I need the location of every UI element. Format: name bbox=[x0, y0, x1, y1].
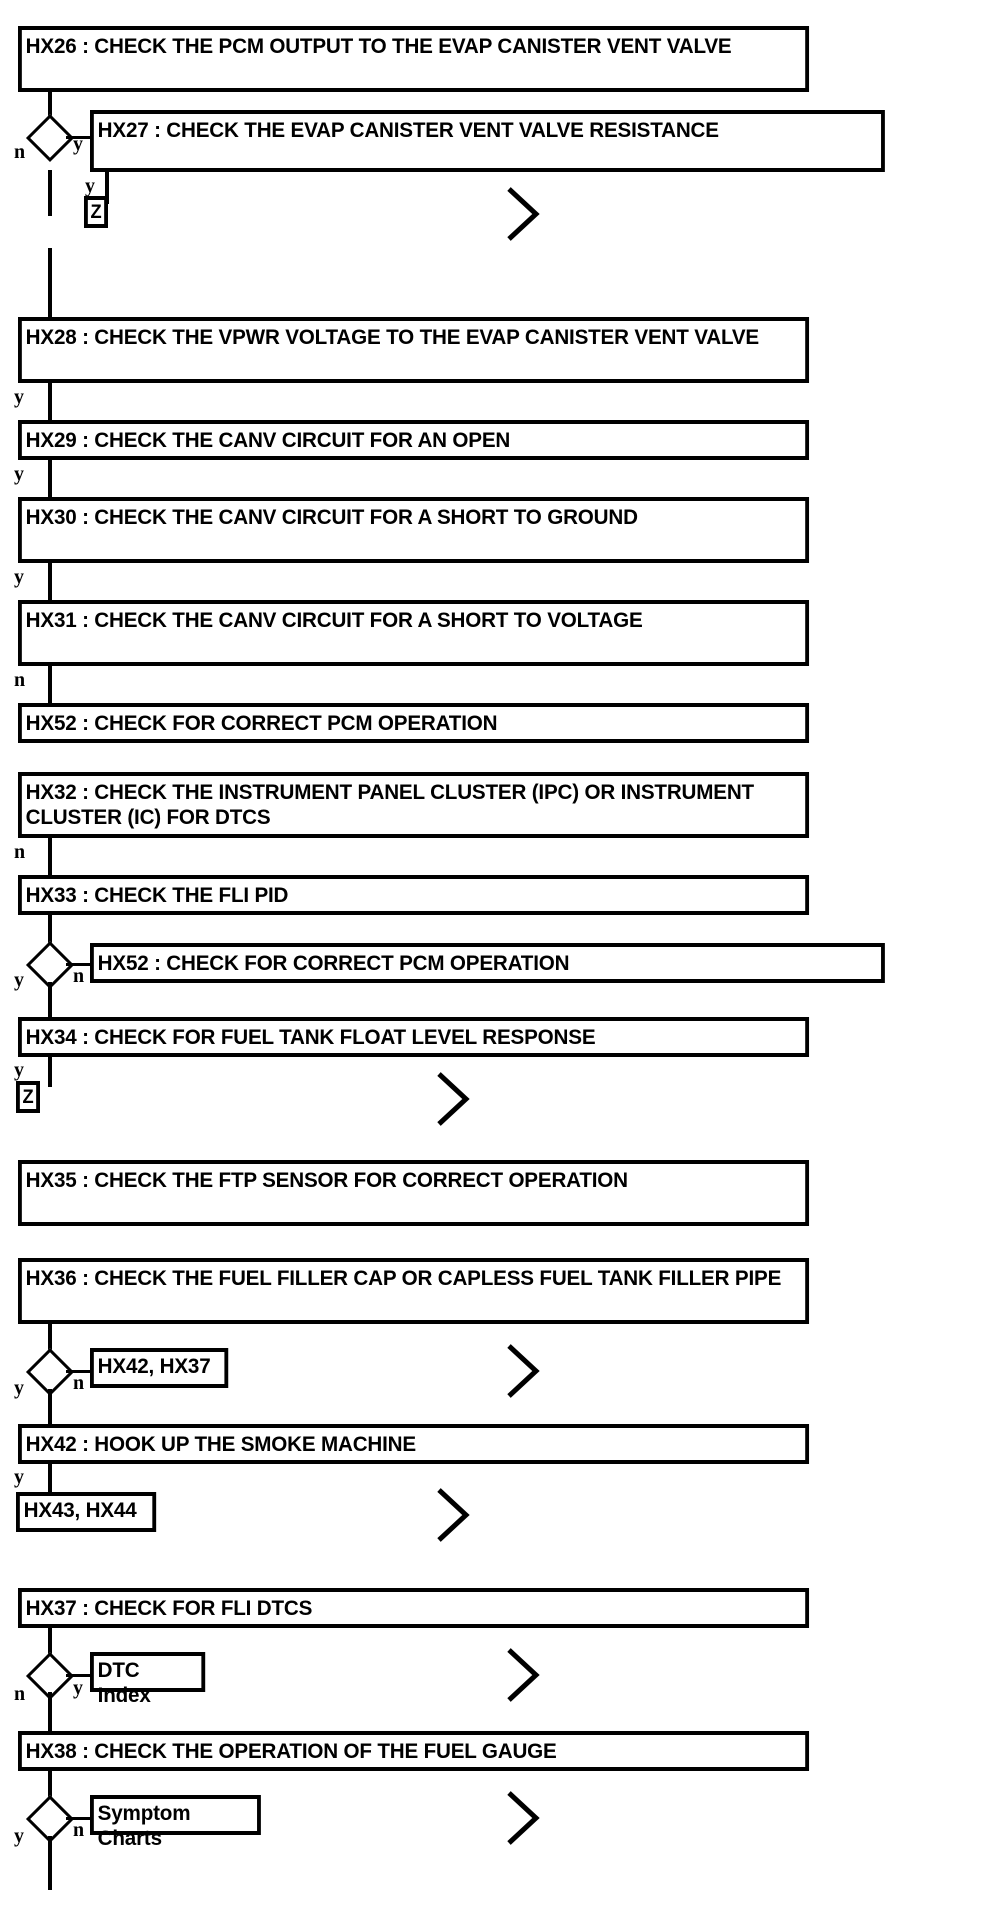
branch-label-y-5: y bbox=[14, 566, 24, 588]
connector-hx27-down bbox=[105, 172, 109, 204]
step-box-hx26[interactable]: HX26 : CHECK THE PCM OUTPUT TO THE EVAP … bbox=[18, 26, 810, 92]
step-box-hx27[interactable]: HX27 : CHECK THE EVAP CANISTER VENT VALV… bbox=[90, 110, 885, 172]
branch-label-y-12: y bbox=[73, 1677, 83, 1699]
step-box-hx52-b[interactable]: HX52 : CHECK FOR CORRECT PCM OPERATION bbox=[90, 943, 885, 983]
connector-decision4-to-dtc-index bbox=[66, 1674, 91, 1677]
connector-decision3-to-hx4237 bbox=[66, 1370, 91, 1373]
step-box-hx52-a[interactable]: HX52 : CHECK FOR CORRECT PCM OPERATION bbox=[18, 703, 810, 743]
step-box-hx38[interactable]: HX38 : CHECK THE OPERATION OF THE FUEL G… bbox=[18, 1731, 810, 1771]
connector-decision5-to-symptom-charts bbox=[66, 1817, 91, 1820]
goto-chevron-5 bbox=[500, 1644, 546, 1706]
branch-label-y-13: y bbox=[14, 1825, 24, 1847]
goto-chevron-1 bbox=[500, 183, 546, 245]
branch-label-y-3: y bbox=[14, 386, 24, 408]
connector-hx31-to-hx52a bbox=[48, 666, 52, 704]
branch-label-y-1: y bbox=[73, 133, 83, 155]
connector-hx29-to-hx30 bbox=[48, 460, 52, 498]
ref-box-hx42-hx37[interactable]: HX42, HX37 bbox=[90, 1348, 229, 1388]
connector-decision2-to-hx52b bbox=[66, 963, 91, 966]
connector-hx33-to-decision2 bbox=[48, 915, 52, 963]
branch-label-n-13: n bbox=[73, 1819, 85, 1841]
step-box-hx36[interactable]: HX36 : CHECK THE FUEL FILLER CAP OR CAPL… bbox=[18, 1258, 810, 1324]
step-box-hx42[interactable]: HX42 : HOOK UP THE SMOKE MACHINE bbox=[18, 1424, 810, 1464]
goto-chevron-6 bbox=[500, 1787, 546, 1849]
branch-label-y-2: y bbox=[85, 175, 95, 197]
connector-hx28-to-hx29 bbox=[48, 383, 52, 421]
connector-decision4-n-trunk bbox=[48, 1692, 52, 1732]
connector-decision1-to-hx27 bbox=[66, 136, 91, 139]
branch-label-n-8: n bbox=[73, 965, 85, 987]
branch-label-n-1: n bbox=[14, 141, 26, 163]
connector-hx30-to-hx31 bbox=[48, 563, 52, 601]
step-box-hx30[interactable]: HX30 : CHECK THE CANV CIRCUIT FOR A SHOR… bbox=[18, 497, 810, 563]
branch-label-y-8: y bbox=[14, 969, 24, 991]
ref-box-dtc-index[interactable]: DTC Index bbox=[90, 1652, 206, 1707]
branch-label-n-10: n bbox=[73, 1372, 85, 1394]
step-box-hx33[interactable]: HX33 : CHECK THE FLI PID bbox=[18, 875, 810, 915]
offpage-connector-z-1[interactable]: Z bbox=[84, 196, 108, 228]
step-box-hx31[interactable]: HX31 : CHECK THE CANV CIRCUIT FOR A SHOR… bbox=[18, 600, 810, 666]
step-box-hx34[interactable]: HX34 : CHECK FOR FUEL TANK FLOAT LEVEL R… bbox=[18, 1017, 810, 1057]
branch-label-n-6: n bbox=[14, 669, 26, 691]
goto-chevron-3 bbox=[500, 1340, 546, 1402]
connector-decision5-y-tail bbox=[48, 1836, 52, 1890]
step-box-hx35[interactable]: HX35 : CHECK THE FTP SENSOR FOR CORRECT … bbox=[18, 1160, 810, 1226]
branch-label-n-12: n bbox=[14, 1683, 26, 1705]
step-box-hx37[interactable]: HX37 : CHECK FOR FLI DTCS bbox=[18, 1588, 810, 1628]
connector-hx42-to-hx4344 bbox=[48, 1464, 52, 1498]
step-box-hx29[interactable]: HX29 : CHECK THE CANV CIRCUIT FOR AN OPE… bbox=[18, 420, 810, 460]
step-box-hx28[interactable]: HX28 : CHECK THE VPWR VOLTAGE TO THE EVA… bbox=[18, 317, 810, 383]
branch-label-y-4: y bbox=[14, 463, 24, 485]
ref-box-symptom-charts[interactable]: Symptom Charts bbox=[90, 1795, 261, 1850]
connector-hx32-to-hx33 bbox=[48, 838, 52, 876]
connector-hx34-to-z2 bbox=[48, 1057, 52, 1087]
connector-decision2-y-trunk bbox=[48, 982, 52, 1018]
step-box-hx32[interactable]: HX32 : CHECK THE INSTRUMENT PANEL CLUSTE… bbox=[18, 772, 810, 838]
goto-chevron-2 bbox=[430, 1068, 476, 1130]
connector-decision3-y-trunk bbox=[48, 1389, 52, 1425]
ref-box-hx43-hx44[interactable]: HX43, HX44 bbox=[16, 1492, 157, 1532]
branch-label-n-7: n bbox=[14, 841, 26, 863]
goto-chevron-4 bbox=[430, 1484, 476, 1546]
offpage-connector-z-2[interactable]: Z bbox=[16, 1081, 40, 1113]
branch-label-y-10: y bbox=[14, 1377, 24, 1399]
branch-label-y-9: y bbox=[14, 1059, 24, 1081]
branch-label-y-11: y bbox=[14, 1466, 24, 1488]
connector-trunk-to-hx28 bbox=[48, 248, 52, 318]
connector-decision1-n-trunk bbox=[48, 170, 52, 216]
